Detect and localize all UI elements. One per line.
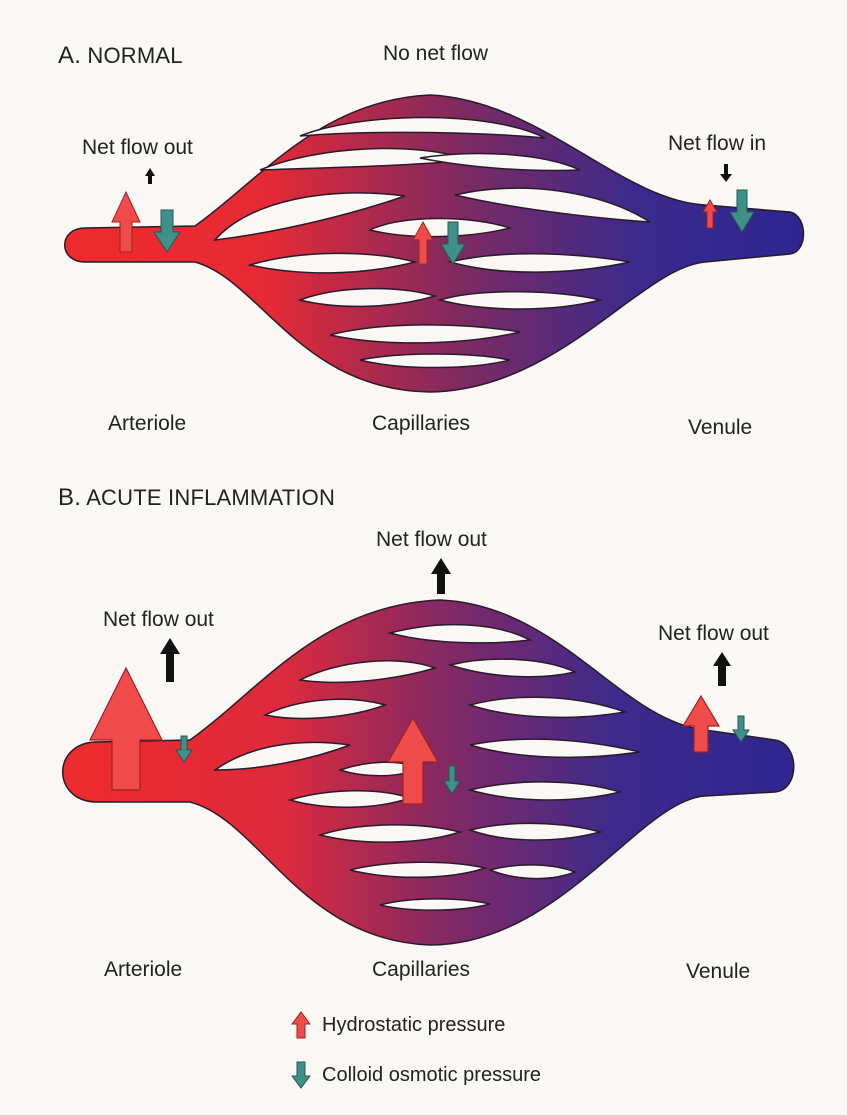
panel-a-right-note: Net flow in [668, 132, 767, 155]
panel-a-net-flow-out-small-arrow [145, 168, 155, 184]
panel-a-venule-hydrostatic-arrow [702, 199, 718, 229]
legend-colloid: Colloid osmotic pressure [290, 1060, 541, 1090]
panel-a-title: A. NORMAL [58, 42, 183, 70]
panel-a-left-note: Net flow out [82, 136, 193, 159]
panel-a-capillary-gaps [213, 116, 651, 369]
panel-a-letter: A. [58, 42, 82, 69]
panel-a-top-note: No net flow [383, 42, 489, 65]
panel-a-capillary-hydrostatic-arrow [412, 220, 434, 265]
panel-b-arteriole-colloid-arrow [175, 735, 193, 763]
legend-hydrostatic-label: Hydrostatic pressure [322, 1013, 506, 1036]
panel-b-arteriole-hydrostatic-arrow [89, 666, 163, 791]
panel-a-capillaries-label: Capillaries [372, 412, 471, 435]
legend-colloid-label: Colloid osmotic pressure [322, 1063, 541, 1086]
panel-a-vessel-bed [64, 94, 805, 393]
panel-b-title: B. ACUTE INFLAMMATION [58, 484, 335, 512]
panel-b-capillary-colloid-arrow [443, 765, 461, 795]
panel-a-capillary-colloid-arrow [440, 221, 466, 265]
legend-hydrostatic: Hydrostatic pressure [290, 1010, 505, 1040]
panel-a-arteriole-hydrostatic-arrow [111, 190, 141, 253]
panel-a-venule-colloid-arrow [729, 189, 755, 233]
panel-b-letter: B. [58, 484, 82, 511]
panel-b-right-note: Net flow out [658, 622, 769, 645]
panel-b-capillary-gaps [212, 623, 641, 911]
panel-b-heading: ACUTE INFLAMMATION [86, 485, 336, 510]
panel-b-venule-label: Venule [686, 960, 751, 983]
panel-b-left-note: Net flow out [103, 608, 214, 631]
panel-a-venule-label: Venule [688, 416, 753, 439]
panel-b-venule-colloid-arrow [732, 715, 750, 743]
panel-b-net-flow-out-right-arrow [713, 652, 731, 686]
panel-b-capillaries-label: Capillaries [372, 958, 471, 981]
panel-b-net-flow-out-left-arrow [160, 638, 180, 682]
panel-a-arteriole-label: Arteriole [108, 412, 187, 435]
legend-hydrostatic-arrow-icon [291, 1011, 311, 1039]
panel-b-arteriole-label: Arteriole [104, 958, 183, 981]
panel-b-vessel [62, 599, 795, 946]
panel-b-top-note: Net flow out [376, 528, 487, 551]
panel-b-capillary-hydrostatic-arrow [386, 716, 440, 805]
legend-colloid-arrow-icon [291, 1061, 311, 1089]
panel-b-venule-hydrostatic-arrow [681, 694, 721, 753]
panel-a-arteriole-colloid-arrow [153, 209, 181, 253]
panel-b-vessel-bed [62, 599, 795, 946]
panel-a-vessel [64, 94, 805, 393]
panel-a-net-flow-in-small-arrow [720, 164, 732, 182]
panel-a-heading: NORMAL [87, 43, 183, 68]
panel-b-net-flow-out-top-arrow [431, 558, 451, 594]
